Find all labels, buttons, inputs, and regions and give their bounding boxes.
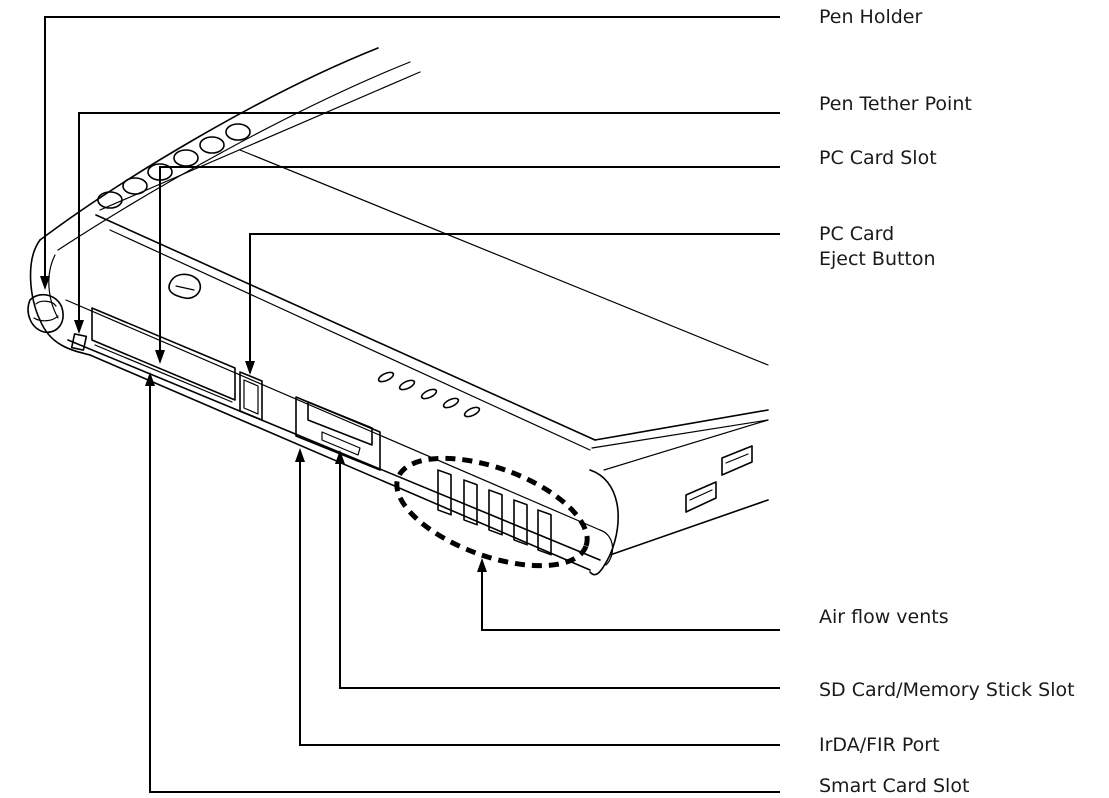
label-irda-fir-port: IrDA/FIR Port: [819, 734, 940, 756]
leader-sd-card: [339, 462, 780, 689]
pc-card-slot-outline: [91, 307, 236, 403]
arrowhead-pc-card-eject: [245, 361, 255, 375]
leader-pen-tether-point: [78, 112, 780, 322]
usb-ports: [685, 445, 753, 513]
leader-pc-card-eject: [249, 233, 780, 363]
label-pc-card-eject-line1: PC Card: [819, 223, 895, 245]
leader-pc-card-slot: [159, 166, 780, 352]
air-vents: [437, 469, 552, 556]
label-pen-tether-point: Pen Tether Point: [819, 93, 972, 115]
leader-air-flow-vents: [481, 570, 780, 631]
arrowhead-sd-card: [335, 450, 345, 464]
label-sd-card-memory-stick-slot: SD Card/Memory Stick Slot: [819, 679, 1075, 701]
arrowhead-pen-tether-point: [74, 320, 84, 334]
arrowhead-air-flow-vents: [477, 558, 487, 572]
irda-sd-port-outline: [295, 396, 381, 471]
tablet-pc-illustration: [27, 47, 769, 576]
status-indicators: [377, 371, 481, 418]
pc-card-eject-button-outline: [239, 371, 263, 421]
arrowhead-irda: [295, 448, 305, 462]
label-pc-card-slot: PC Card Slot: [819, 147, 937, 169]
leader-pen-holder: [44, 16, 780, 278]
label-smart-card-slot: Smart Card Slot: [819, 775, 970, 797]
label-pen-holder: Pen Holder: [819, 6, 923, 28]
leader-smart-card-slot: [149, 384, 780, 793]
pen-holder-knob: [27, 293, 64, 333]
label-air-flow-vents: Air flow vents: [819, 606, 949, 628]
callout-leaders: [40, 16, 780, 793]
leader-irda: [299, 460, 780, 746]
arrowhead-pc-card-slot: [155, 350, 165, 364]
label-pc-card-eject-line2: Eject Button: [819, 248, 936, 270]
arrowhead-smart-card-slot: [145, 372, 155, 386]
arrowhead-pen-holder: [40, 276, 50, 290]
air-vents-highlight: [394, 455, 590, 569]
